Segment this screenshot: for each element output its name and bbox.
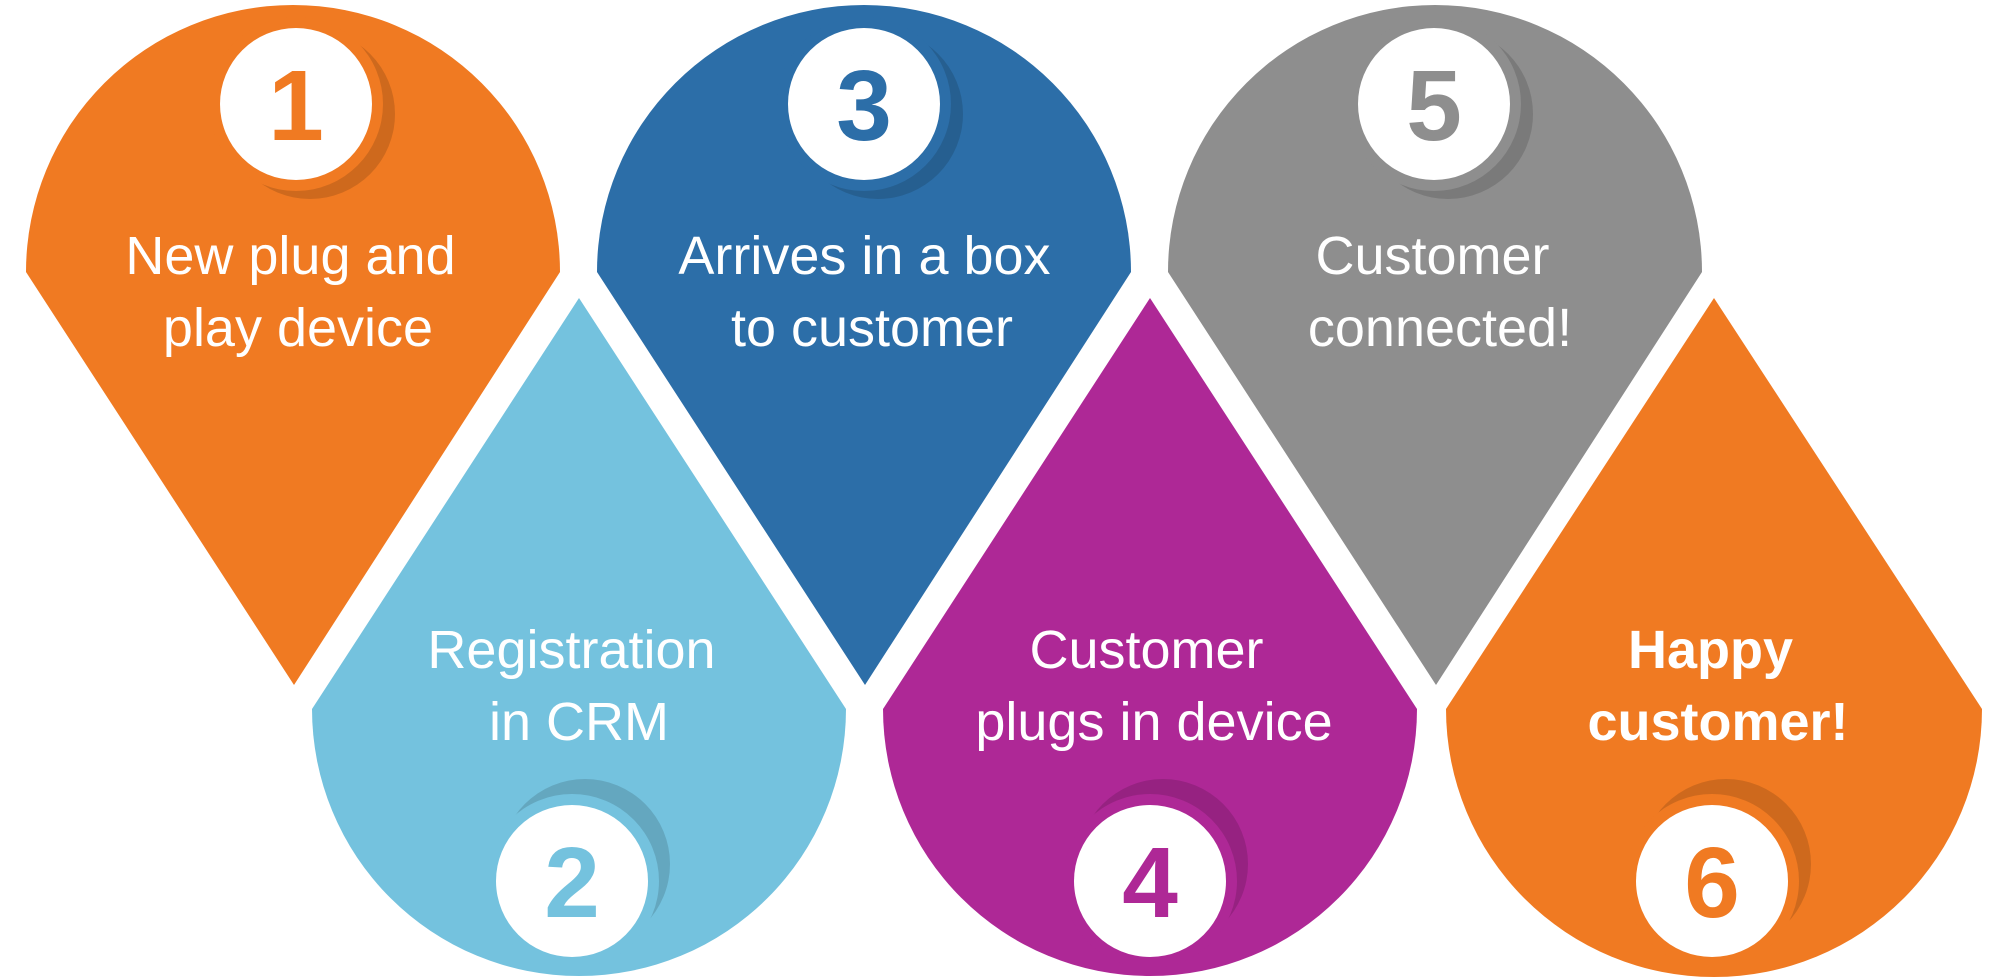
step-6-label: Happy customer! <box>1587 620 1848 752</box>
step-2-shape <box>312 298 846 976</box>
step-3: 3 Arrives in a box to customer <box>597 5 1131 685</box>
step-1-label-line-2: play device <box>163 298 433 358</box>
step-3-label: Arrives in a box to customer <box>678 226 1065 358</box>
step-3-label-line-2: to customer <box>731 298 1013 358</box>
step-1-number: 1 <box>268 50 324 162</box>
step-3-number: 3 <box>836 50 892 162</box>
step-1: 1 New plug and play device <box>26 5 560 685</box>
step-6-number: 6 <box>1684 827 1740 939</box>
step-5: 5 Customer connected! <box>1168 5 1702 685</box>
step-5-label-line-2: connected! <box>1308 298 1572 358</box>
step-1-label-line-1: New plug and <box>125 226 455 286</box>
step-3-shape <box>597 5 1131 685</box>
step-6-label-line-2: customer! <box>1587 692 1848 752</box>
step-3-label-line-1: Arrives in a box <box>678 226 1050 286</box>
step-1-badge <box>220 28 372 180</box>
step-5-shape <box>1168 5 1702 685</box>
step-4-number: 4 <box>1122 827 1178 939</box>
step-1-label: New plug and play device <box>125 226 470 358</box>
step-1-shape <box>26 5 560 685</box>
step-5-label-line-1: Customer <box>1315 226 1549 286</box>
step-2-number: 2 <box>544 827 600 939</box>
step-3-badge <box>788 28 940 180</box>
step-6-shape <box>1446 298 1982 977</box>
step-2-label-line-2: in CRM <box>489 692 669 752</box>
step-4-label-line-1: Customer <box>1029 620 1263 680</box>
step-6-badge <box>1636 805 1788 957</box>
step-6: 6 Happy customer! <box>1446 298 1982 977</box>
step-2-badge <box>496 805 648 957</box>
step-4-shape <box>883 298 1417 976</box>
step-4: 4 Customer plugs in device <box>883 298 1417 976</box>
step-2-label: Registration in CRM <box>427 620 730 752</box>
step-5-label: Customer connected! <box>1308 226 1572 358</box>
step-4-label: Customer plugs in device <box>975 620 1332 752</box>
step-4-badge <box>1074 805 1226 957</box>
step-4-label-line-2: plugs in device <box>975 692 1332 752</box>
step-5-badge <box>1358 28 1510 180</box>
step-5-number: 5 <box>1406 50 1462 162</box>
step-2-label-line-1: Registration <box>427 620 715 680</box>
step-6-label-line-1: Happy <box>1628 620 1793 680</box>
step-2: 2 Registration in CRM <box>312 298 846 976</box>
